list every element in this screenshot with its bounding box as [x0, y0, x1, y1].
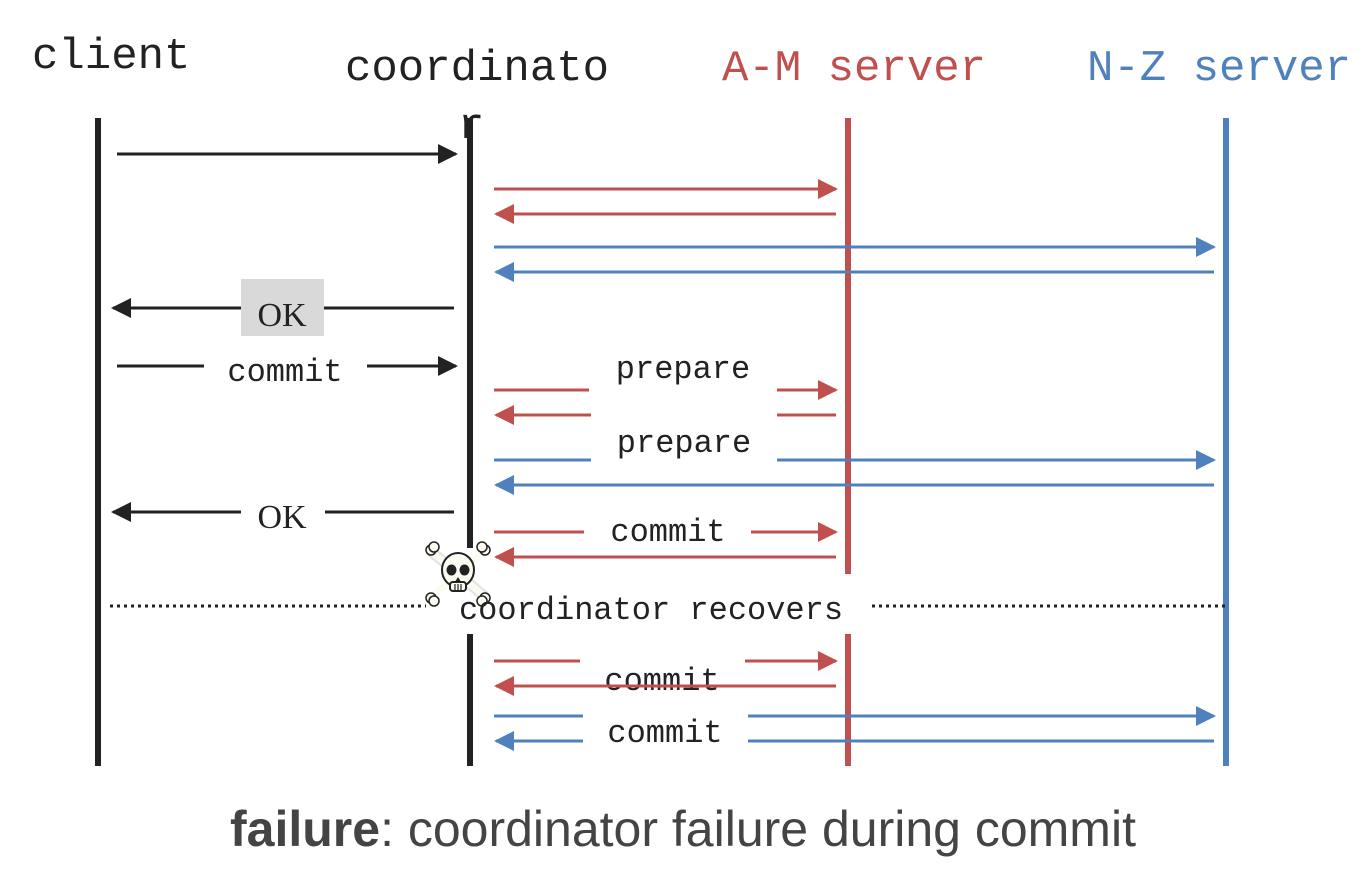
- ok-label-2: OK: [257, 499, 307, 536]
- am-server-label: A-M server: [722, 44, 986, 94]
- caption: failure: coordinator failure during comm…: [230, 801, 1136, 857]
- commit-am-2-label: commit: [604, 663, 719, 700]
- commit-client-label: commit: [227, 354, 342, 391]
- commit-am-label: commit: [610, 514, 725, 551]
- ok-label-box: [241, 279, 324, 336]
- coordinator-label-line1: coordinato: [345, 44, 609, 94]
- ok-label-1: OK: [257, 297, 307, 334]
- prepare-nz-label: prepare: [617, 425, 751, 462]
- commit-nz-2-label: commit: [607, 715, 722, 752]
- nz-server-label: N-Z server: [1087, 44, 1351, 94]
- caption-bold: failure: [230, 801, 380, 857]
- skull-crossbones-icon: [425, 541, 491, 607]
- prepare-am-label: prepare: [616, 351, 750, 388]
- client-label: client: [32, 32, 190, 82]
- caption-rest: : coordinator failure during commit: [380, 801, 1136, 857]
- recovers-label: coordinator recovers: [459, 592, 843, 629]
